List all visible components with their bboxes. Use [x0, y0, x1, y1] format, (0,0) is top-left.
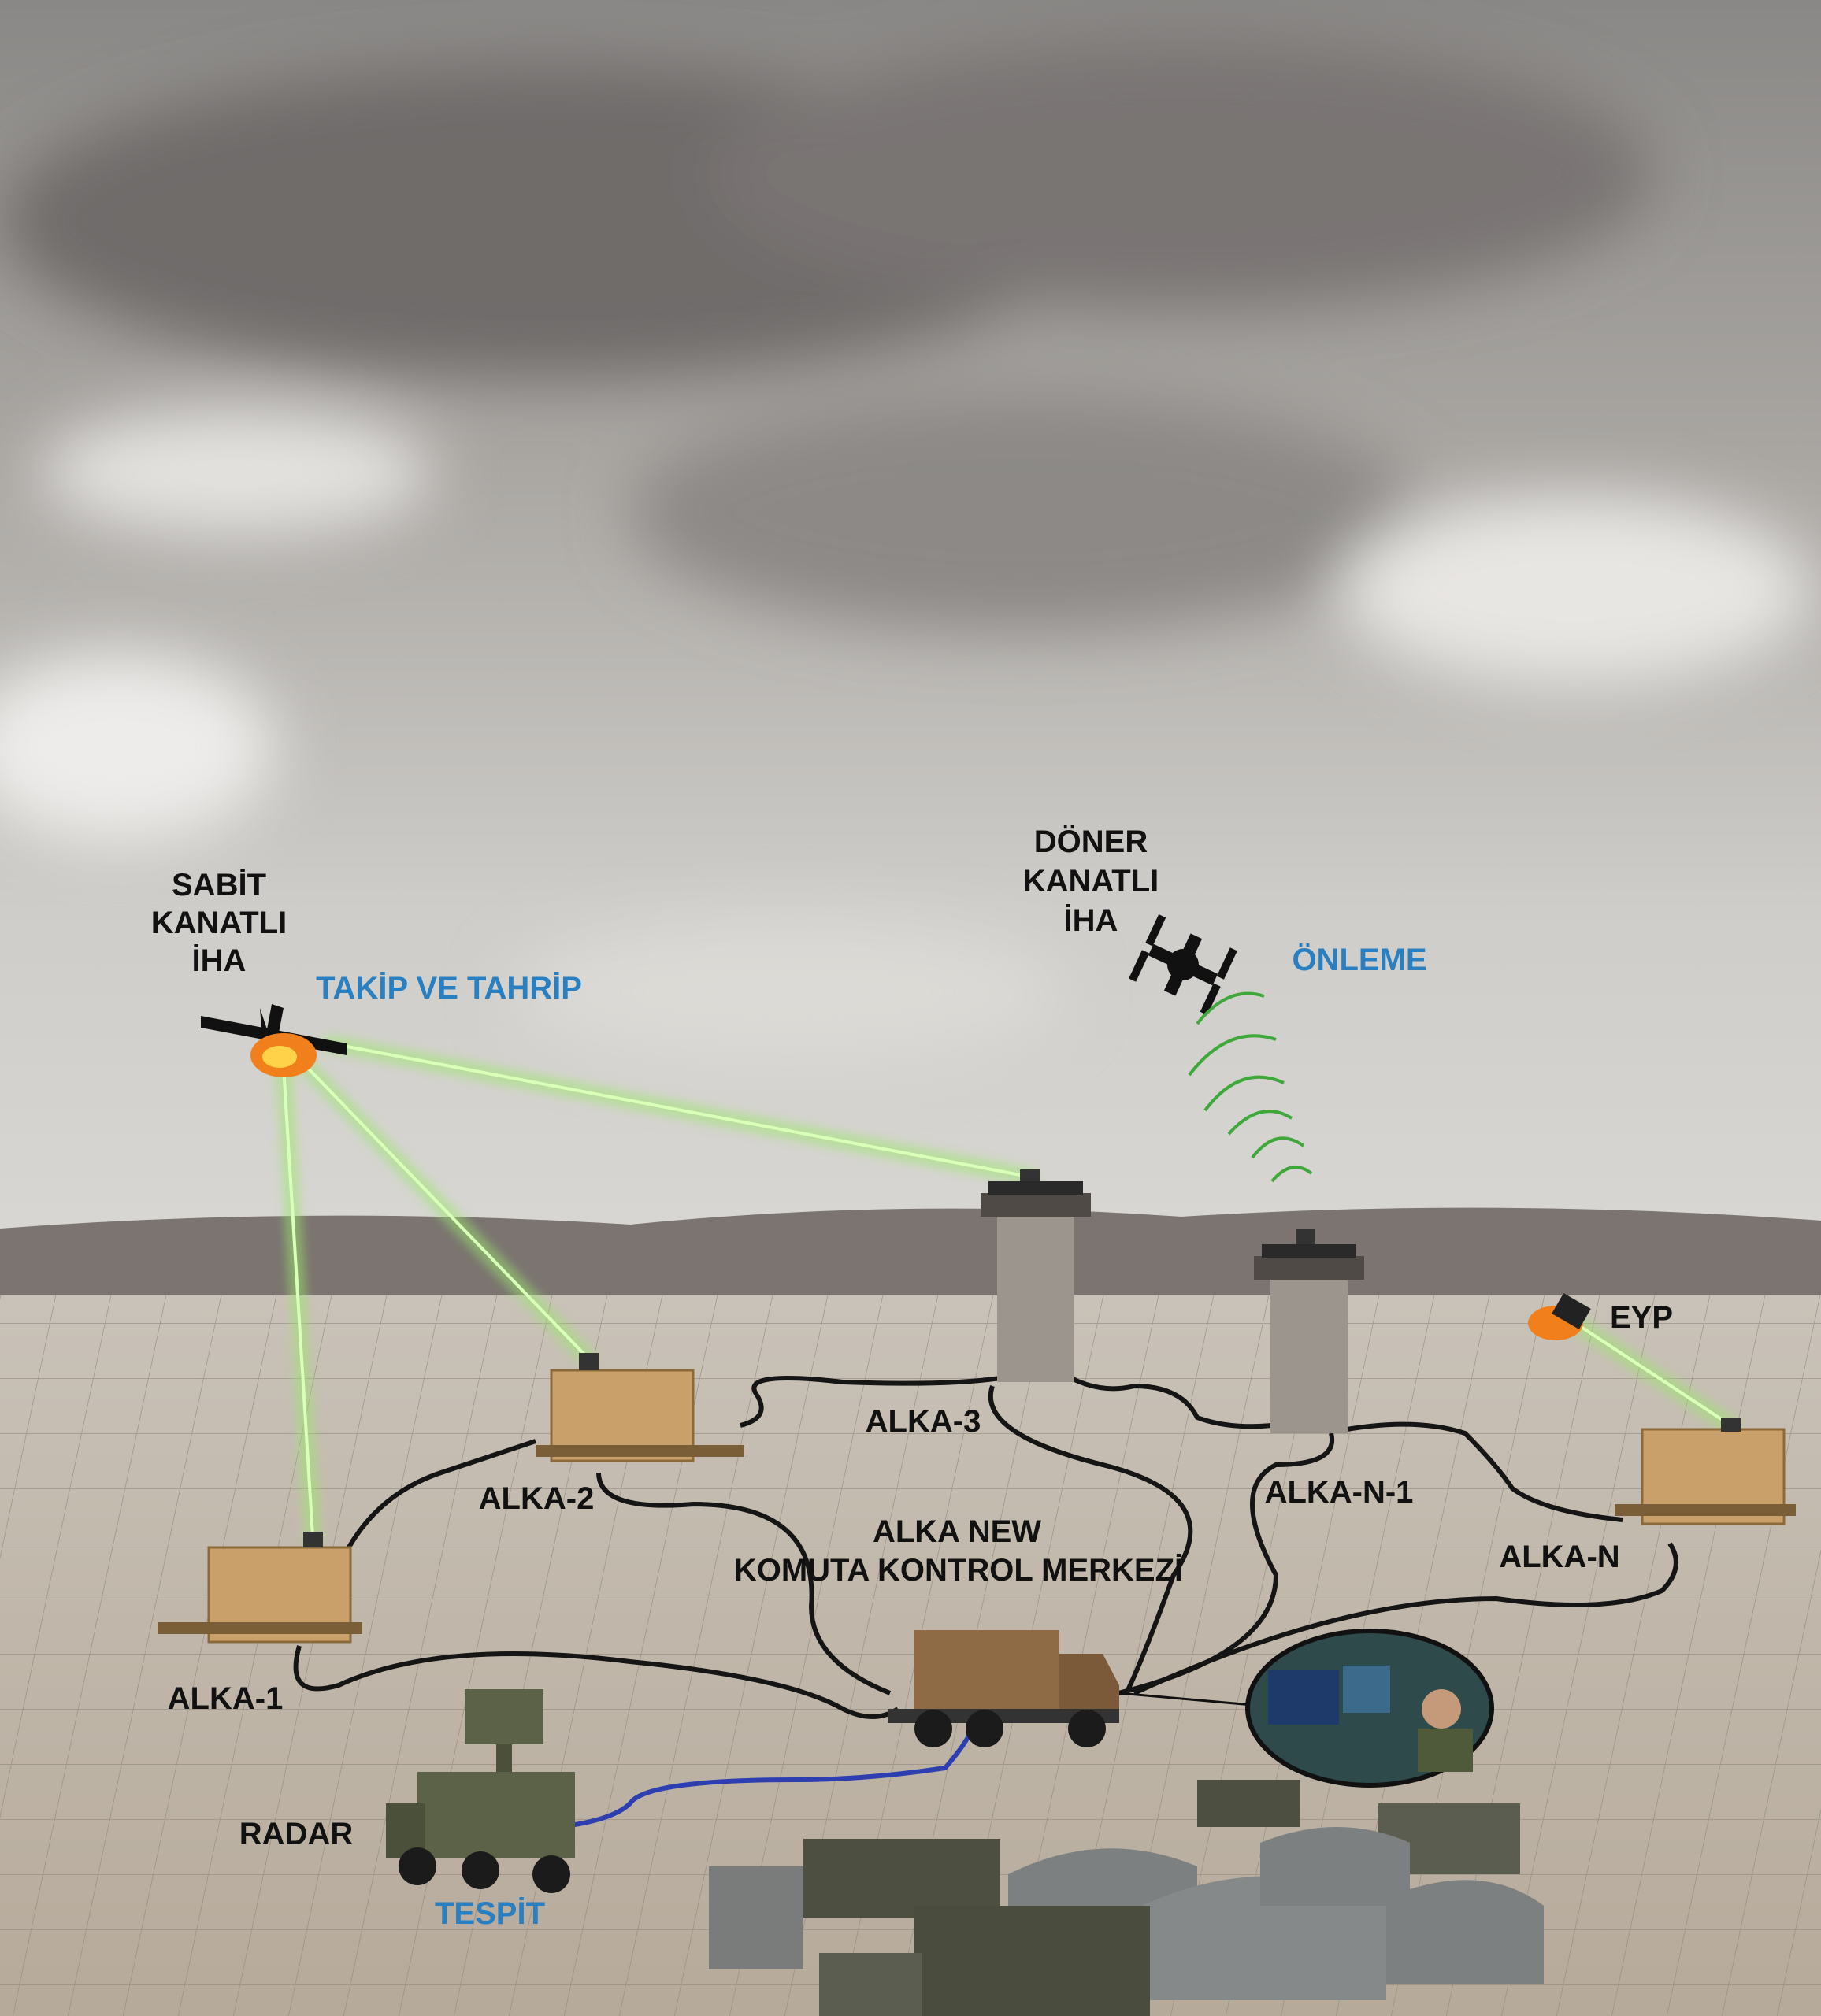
fixed-wing-uav-label: KANATLI	[151, 906, 287, 940]
fixed-wing-uav-icon	[201, 1004, 347, 1077]
quadcopter-icon	[1129, 914, 1237, 1016]
prevention-label: ÖNLEME	[1292, 942, 1426, 977]
rotary-wing-uav-label: KANATLI	[1023, 864, 1159, 899]
eyp-explosive-drone-icon	[1528, 1293, 1591, 1340]
alka-n-label: ALKA-N	[1499, 1540, 1619, 1574]
alka-n-1-label: ALKA-N-1	[1265, 1475, 1414, 1510]
alka-1-unit	[158, 1532, 362, 1644]
cables	[293, 1376, 1678, 1719]
alka-2-unit	[536, 1353, 744, 1462]
operator-screen-inset	[1245, 1629, 1494, 1788]
alka-n-unit	[1615, 1418, 1796, 1525]
command-control-truck	[888, 1630, 1119, 1747]
alka-3-label: ALKA-3	[866, 1404, 981, 1439]
eyp-label: EYP	[1610, 1300, 1673, 1335]
alka-3-tower	[981, 1169, 1091, 1382]
rotary-wing-uav-label: İHA	[1064, 903, 1118, 938]
radar-link-cable	[565, 1729, 974, 1829]
military-camp	[709, 1780, 1544, 2016]
labels: SABİT KANATLI İHA TAKİP VE TAHRİP DÖNER …	[151, 824, 1673, 1931]
radar-vehicle	[386, 1689, 575, 1893]
signal-waves-icon	[1188, 991, 1313, 1183]
fixed-wing-uav-label: SABİT	[172, 868, 266, 902]
detection-label: TESPİT	[435, 1896, 545, 1931]
mountains	[0, 1207, 1821, 1299]
command-center-label: KOMUTA KONTROL MERKEZİ	[734, 1553, 1183, 1588]
screen-callout-line	[1118, 1692, 1253, 1707]
clouds	[0, 39, 1812, 1063]
laser-beams	[274, 1035, 1738, 1545]
alka-n-1-tower	[1254, 1228, 1364, 1433]
fixed-wing-uav-label: İHA	[192, 943, 247, 978]
alka-1-label: ALKA-1	[168, 1681, 284, 1716]
track-destroy-label: TAKİP VE TAHRİP	[316, 971, 582, 1006]
radar-label: RADAR	[239, 1817, 354, 1851]
rotary-wing-uav-label: DÖNER	[1034, 824, 1148, 859]
command-center-label: ALKA NEW	[873, 1514, 1041, 1549]
alka-2-label: ALKA-2	[479, 1481, 595, 1516]
